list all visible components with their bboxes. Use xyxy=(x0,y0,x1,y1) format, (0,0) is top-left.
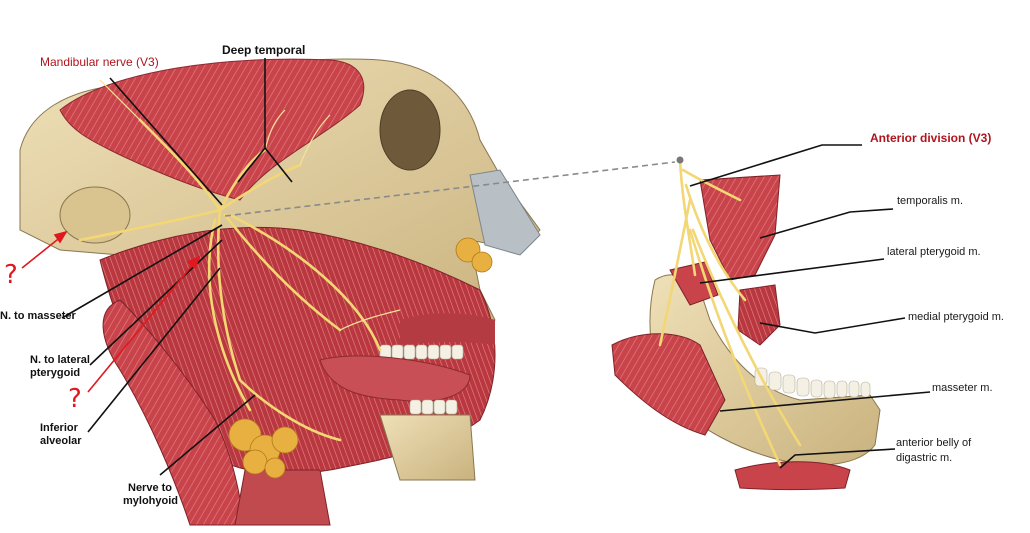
anterior-division-nerves xyxy=(658,158,802,467)
question-arrows xyxy=(21,230,201,393)
temporalis-muscle xyxy=(59,58,365,201)
lower-neck xyxy=(234,469,331,526)
label-n-to-lateral-pterygoid-line1: N. to lateral xyxy=(30,354,90,366)
label-temporalis: temporalis m. xyxy=(897,195,964,207)
masseter xyxy=(611,333,726,436)
head-dissection xyxy=(19,58,541,526)
orbit xyxy=(379,89,441,171)
question-mark-1: ? xyxy=(4,260,18,290)
label-nerve-to-mylohyoid-line2: mylohyoid xyxy=(123,495,179,507)
upper-teeth xyxy=(379,344,464,360)
digastric xyxy=(734,461,851,490)
mandibular-nerve-branches xyxy=(78,118,382,442)
label-digastric-line1: anterior belly of xyxy=(896,437,972,449)
nasal-gland xyxy=(455,237,493,273)
mandible-section xyxy=(379,414,476,481)
temporalis-block xyxy=(699,174,781,281)
leader-lines xyxy=(61,58,931,476)
mandible-teeth xyxy=(754,367,871,399)
label-n-to-masseter: N. to masseter xyxy=(0,310,76,322)
label-anterior-division: Anterior division (V3) xyxy=(870,131,992,145)
nasal-cartilage xyxy=(469,169,541,256)
tongue xyxy=(319,355,471,402)
label-digastric-line2: digastric m. xyxy=(896,452,953,464)
label-masseter: masseter m. xyxy=(932,382,993,394)
label-n-to-lateral-pterygoid-line2: pterygoid xyxy=(30,367,81,379)
label-medial-pterygoid: medial pterygoid m. xyxy=(908,311,1004,323)
label-inferior-alveolar-line1: Inferior xyxy=(40,422,78,434)
label-deep-temporal: Deep temporal xyxy=(222,43,306,57)
mastoid xyxy=(59,186,131,244)
dashed-connector xyxy=(224,161,676,217)
nerve-origin-dot xyxy=(676,156,684,164)
mandible-detail xyxy=(611,156,881,490)
lower-teeth xyxy=(409,399,458,415)
label-nerve-to-mylohyoid-line1: Nerve to xyxy=(128,482,173,494)
upper-lip xyxy=(400,313,495,345)
neck-muscles xyxy=(102,299,246,526)
label-lateral-pterygoid: lateral pterygoid m. xyxy=(887,246,981,258)
question-mark-2: ? xyxy=(68,384,82,414)
submandibular-gland xyxy=(228,418,299,479)
medial-pterygoid xyxy=(737,284,781,346)
label-inferior-alveolar-line2: alveolar xyxy=(40,435,82,447)
label-mandibular-nerve: Mandibular nerve (V3) xyxy=(40,55,159,69)
fine-nerves xyxy=(99,79,401,331)
